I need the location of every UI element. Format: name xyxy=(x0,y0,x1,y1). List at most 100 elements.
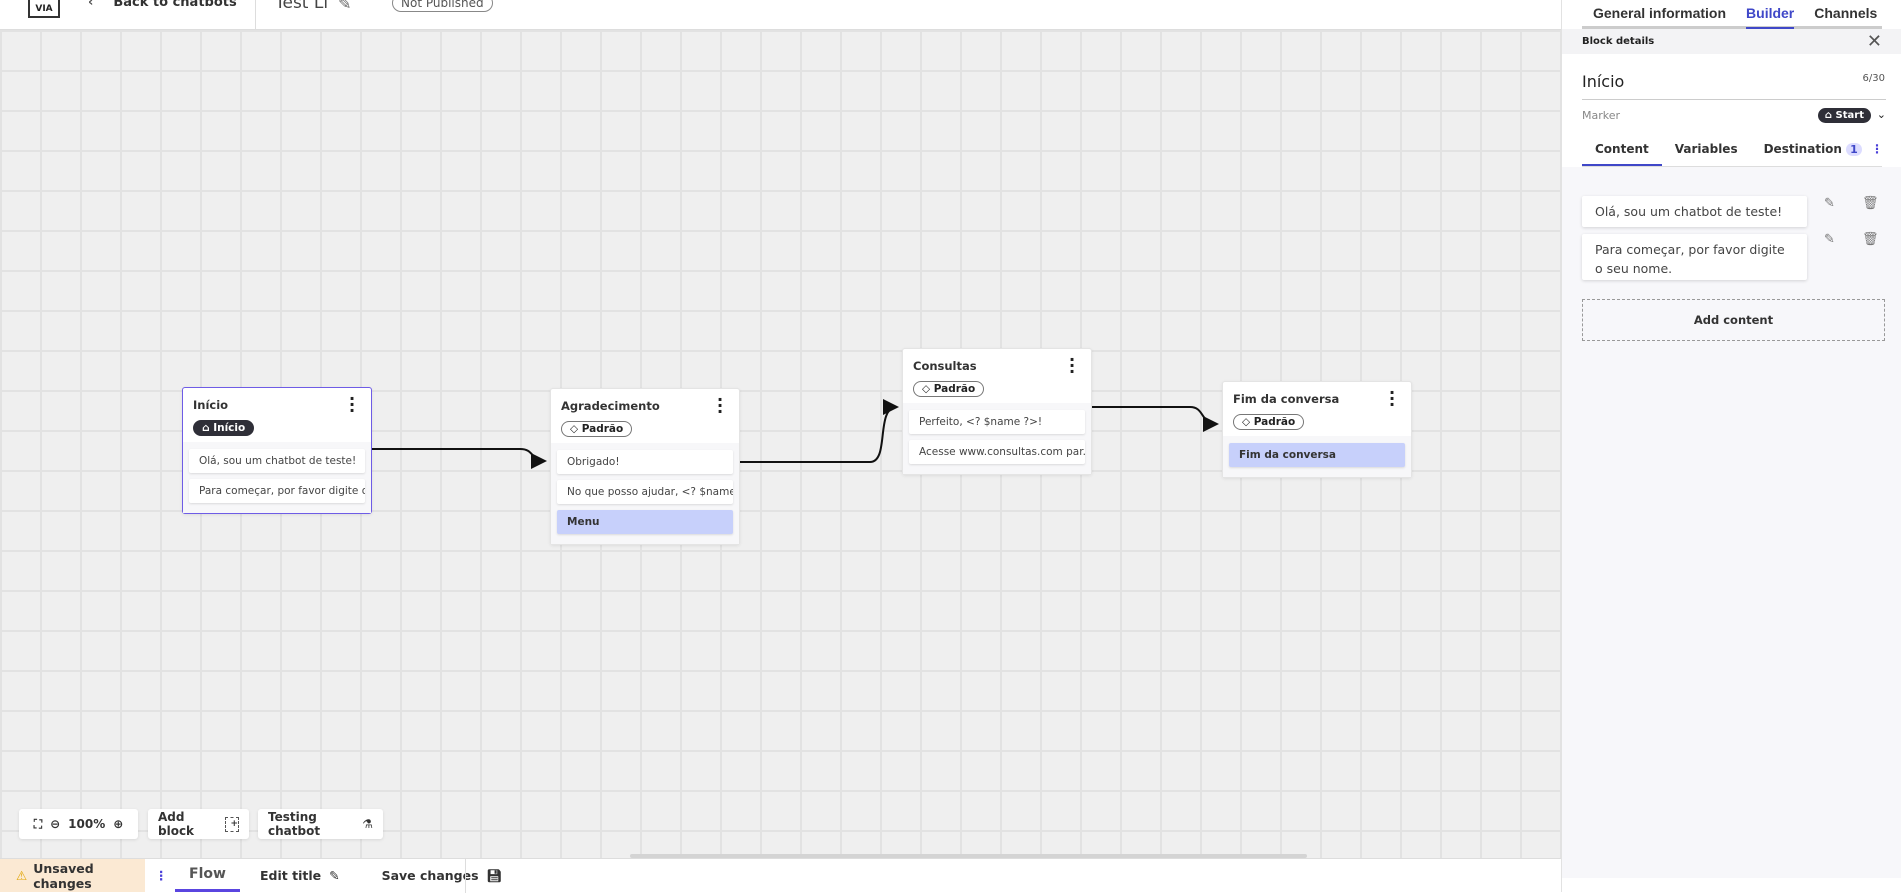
tab-general-information[interactable]: General information xyxy=(1593,5,1727,21)
trash-icon[interactable]: 🗑︎ xyxy=(1862,232,1879,247)
chatbot-title: Test Li xyxy=(275,0,329,13)
tab-content[interactable]: Content xyxy=(1582,140,1662,166)
close-icon[interactable]: ✕ xyxy=(1866,31,1882,52)
add-content-button[interactable]: Add content xyxy=(1582,299,1885,341)
edge-agradecimento-consultas xyxy=(740,399,899,463)
node-title: Consultas xyxy=(913,359,977,373)
zoom-level: 100% xyxy=(68,817,106,831)
logo: VIA xyxy=(28,0,60,18)
node-marker-badge: ◇ Padrão xyxy=(1233,414,1305,430)
node-title: Fim da conversa xyxy=(1233,392,1340,406)
content-item[interactable]: Olá, sou um chatbot de teste! xyxy=(1582,196,1807,227)
badge-label: Padrão xyxy=(933,383,976,395)
tag-icon: ◇ xyxy=(570,423,579,435)
tab-flow[interactable]: Flow xyxy=(175,859,240,892)
trash-icon[interactable]: 🗑︎ xyxy=(1862,196,1879,211)
node-item[interactable]: Perfeito, <? $name ?>! xyxy=(909,410,1085,434)
content-list: Olá, sou um chatbot de teste! ✎ 🗑︎ Para … xyxy=(1562,167,1901,878)
unsaved-label: Unsaved changes xyxy=(33,860,94,891)
badge-label: Padrão xyxy=(1253,416,1296,428)
tag-icon: ◇ xyxy=(922,383,931,395)
bottom-bar: ⚠ Unsaved changes ⋮ Flow Edit title ✎ Save… xyxy=(0,858,1561,893)
status-badge: Not Published xyxy=(392,0,493,12)
node-item[interactable]: Fim da conversa xyxy=(1229,443,1405,467)
node-more-icon[interactable]: ··· xyxy=(349,389,356,420)
tab-builder[interactable]: Builder xyxy=(1746,0,1795,29)
zoom-out-icon[interactable]: ⊖ xyxy=(50,817,61,831)
edit-title-button[interactable]: Edit title ✎ xyxy=(260,868,340,883)
node-title: Início xyxy=(193,398,229,412)
pencil-icon: ✎ xyxy=(329,868,340,883)
divider xyxy=(465,859,466,893)
horizontal-scrollbar[interactable] xyxy=(630,854,1307,858)
block-name-input[interactable]: Início xyxy=(1582,72,1886,100)
testing-chatbot-button[interactable]: Testing chatbot ⚗ xyxy=(258,809,383,839)
node-items: Olá, sou um chatbot de teste! Para começa… xyxy=(183,442,371,513)
content-item[interactable]: Para começar, por favor digite o seu nom… xyxy=(1582,234,1807,280)
node-title: Agradecimento xyxy=(561,399,660,413)
tag-icon: ◇ xyxy=(1242,416,1251,428)
flow-node[interactable]: Início ··· ⌂ Início Olá, sou um chatbot … xyxy=(182,387,372,514)
tab-destination[interactable]: Destination 1 xyxy=(1751,140,1875,166)
flow-node[interactable]: Agradecimento ··· ◇ Padrão Obrigado! No q… xyxy=(550,388,740,545)
marker-value: Start xyxy=(1835,110,1864,121)
marker-select[interactable]: ⌂ Start xyxy=(1817,108,1871,123)
node-item[interactable]: Menu xyxy=(557,510,733,534)
save-icon: 💾︎ xyxy=(486,867,503,883)
badge-label: Padrão xyxy=(581,423,624,435)
add-block-button[interactable]: Add block + xyxy=(148,809,249,839)
edit-title-label: Edit title xyxy=(260,868,322,883)
zoom-in-icon[interactable]: ⊕ xyxy=(113,817,124,831)
node-item[interactable]: Para começar, por favor digite o ... xyxy=(189,479,365,503)
flow-node[interactable]: Consultas ··· ◇ Padrão Perfeito, <? $nam… xyxy=(902,348,1092,475)
panel-header: Block details✕ xyxy=(1562,29,1901,54)
unsaved-changes-indicator: ⚠ Unsaved changes xyxy=(0,859,145,892)
flow-node[interactable]: Fim da conversa ··· ◇ Padrão Fim da conv… xyxy=(1222,381,1412,478)
node-item[interactable]: Obrigado! xyxy=(557,450,733,474)
badge-label: Início xyxy=(213,422,246,434)
add-block-icon: + xyxy=(225,816,239,832)
more-options-icon[interactable]: ⋮ xyxy=(1871,142,1883,156)
back-to-chatbots-link[interactable]: ‹ Back to chatbots xyxy=(88,0,237,10)
destination-count: 1 xyxy=(1846,143,1862,156)
node-items: Perfeito, <? $name ?>! Acesse www.consult… xyxy=(903,403,1091,474)
node-more-icon[interactable]: ··· xyxy=(1069,350,1076,381)
edge-consultas-fim xyxy=(1092,406,1219,432)
warning-icon: ⚠ xyxy=(16,868,28,883)
block-tabs: Content Variables Destination 1 xyxy=(1582,140,1882,167)
block-details-panel: General information Builder Channels Blo… xyxy=(1561,0,1901,892)
testing-label: Testing chatbot xyxy=(268,810,321,838)
chevron-down-icon[interactable]: ⌄ xyxy=(1876,108,1886,121)
node-items: Obrigado! No que posso ajudar, <? $name .… xyxy=(551,443,739,544)
node-items: Fim da conversa xyxy=(1223,436,1411,477)
main-tabs: General information Builder Channels xyxy=(1582,0,1882,29)
node-more-icon[interactable]: ··· xyxy=(1389,383,1396,414)
edge-inicio-agradecimento xyxy=(372,448,547,469)
node-more-icon[interactable]: ··· xyxy=(717,390,724,421)
edit-icon[interactable]: ✎ xyxy=(1824,196,1835,211)
destination-label: Destination xyxy=(1763,142,1842,156)
tab-channels[interactable]: Channels xyxy=(1814,5,1878,21)
top-bar: VIA ‹ Back to chatbots Test Li ✎ Not Publ… xyxy=(0,0,1561,30)
save-changes-button[interactable]: Save changes💾︎ xyxy=(382,868,503,884)
zoom-controls: ⛶ ⊖ 100% ⊕ xyxy=(19,809,138,839)
fit-screen-icon[interactable]: ⛶ xyxy=(33,816,43,831)
node-marker-badge: ⌂ Início xyxy=(193,420,255,436)
node-item[interactable]: Acesse www.consultas.com par... xyxy=(909,440,1085,464)
home-icon: ⌂ xyxy=(1824,110,1836,121)
node-item[interactable]: Olá, sou um chatbot de teste! xyxy=(189,449,365,473)
chevron-left-icon: ‹ xyxy=(88,0,94,10)
divider xyxy=(255,0,256,30)
marker-label: Marker xyxy=(1582,109,1621,122)
back-label: Back to chatbots xyxy=(113,0,237,10)
tab-variables[interactable]: Variables xyxy=(1674,142,1738,156)
flask-icon: ⚗ xyxy=(362,817,373,831)
add-block-label: Add block xyxy=(158,810,195,838)
edit-icon[interactable]: ✎ xyxy=(1824,232,1835,247)
node-item[interactable]: No que posso ajudar, <? $name ... xyxy=(557,480,733,504)
more-options-icon[interactable]: ⋮ xyxy=(155,868,168,883)
node-marker-badge: ◇ Padrão xyxy=(913,381,985,397)
flow-canvas[interactable]: Início ··· ⌂ Início Olá, sou um chatbot … xyxy=(0,30,1561,858)
home-icon: ⌂ xyxy=(202,422,210,434)
edit-title-pencil-icon[interactable]: ✎ xyxy=(338,0,352,13)
